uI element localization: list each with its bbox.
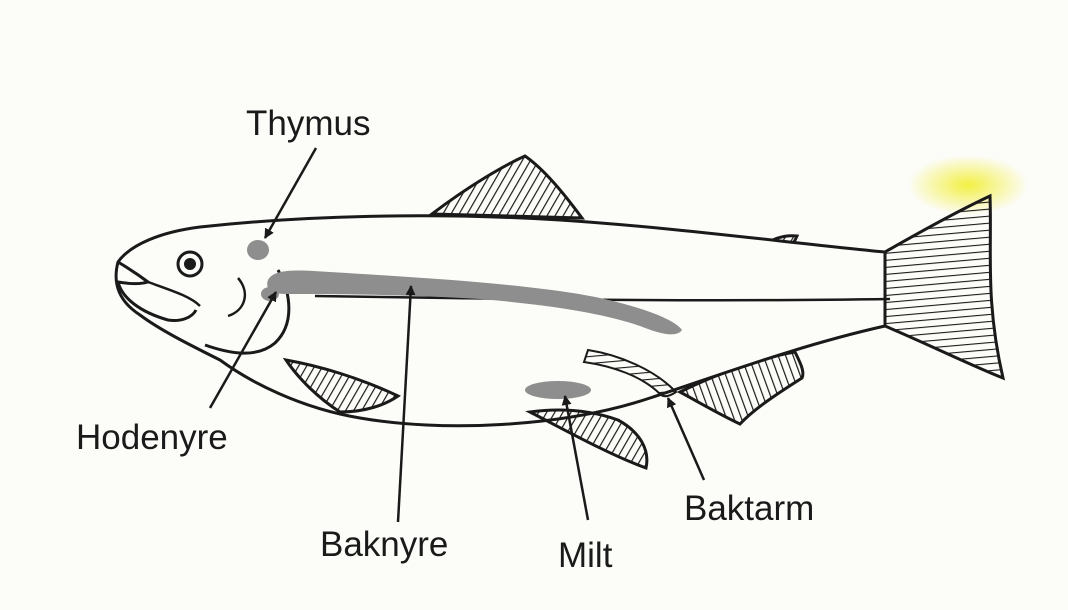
label-milt: Milt — [558, 536, 612, 576]
dorsal-fin — [432, 156, 582, 218]
label-thymus: Thymus — [246, 104, 370, 144]
tail-fin — [885, 196, 1003, 378]
pupil — [184, 258, 196, 270]
label-baknyre: Baknyre — [320, 525, 448, 565]
label-hodenyre: Hodenyre — [76, 418, 228, 458]
milt-organ — [525, 381, 591, 399]
thymus-organ — [247, 240, 269, 260]
pelvic-fin — [530, 410, 647, 468]
baktarm-arrow — [668, 398, 704, 480]
label-baktarm: Baktarm — [684, 489, 814, 529]
